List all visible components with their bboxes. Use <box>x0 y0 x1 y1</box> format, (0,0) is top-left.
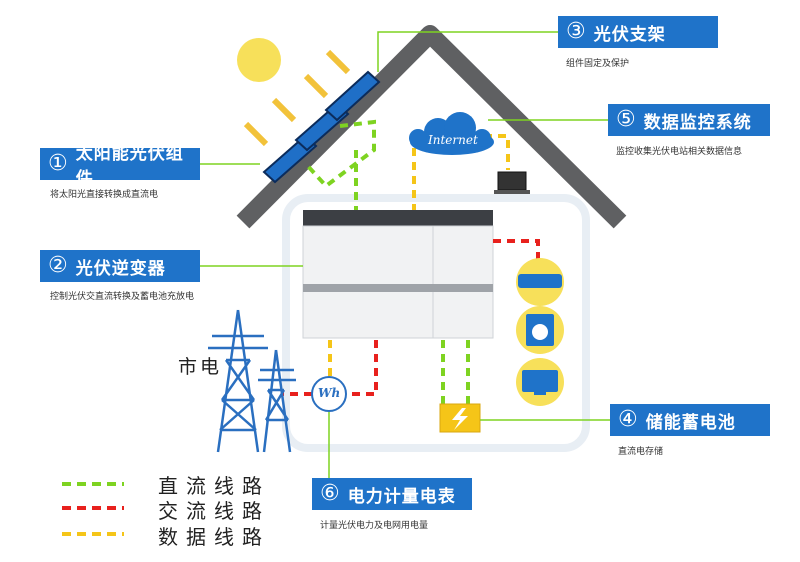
callout-desc: 监控收集光伏电站相关数据信息 <box>616 147 743 157</box>
callout-title: 太阳能光伏组件 <box>75 144 184 189</box>
cloud-icon <box>409 112 494 155</box>
callout-title: 储能蓄电池 <box>645 412 736 433</box>
callout-leaders <box>200 31 610 478</box>
meter-icon <box>311 376 347 412</box>
callout-title: 光伏支架 <box>593 24 666 45</box>
callout-meter: ⑥ 电力计量电表 <box>312 478 472 510</box>
legend-ac: 交流线路 <box>158 499 270 523</box>
sun-icon <box>237 38 281 82</box>
tv-icon <box>516 358 564 406</box>
callout-desc: 将太阳光直接转换成直流电 <box>50 190 159 200</box>
callout-number: ② <box>48 253 68 278</box>
solar-panel-icon <box>262 70 381 184</box>
callout-desc: 直流电存储 <box>618 447 664 457</box>
ac-line-grid <box>346 340 378 396</box>
ac-line-appliances <box>493 239 540 262</box>
callout-number: ③ <box>566 19 586 44</box>
callout-title: 数据监控系统 <box>643 112 752 133</box>
legend-data: 数据线路 <box>158 525 270 549</box>
sunlight-arrows <box>243 49 351 147</box>
callout-desc: 控制光伏交直流转换及蓄电池充放电 <box>50 292 195 302</box>
air-conditioner-icon <box>516 258 564 306</box>
callout-monitoring: ⑤ 数据监控系统 <box>608 104 770 136</box>
grid-label: 市电 <box>178 356 223 378</box>
legend-dc: 直流线路 <box>158 474 270 498</box>
callout-title: 光伏逆变器 <box>75 258 166 279</box>
callout-mounting: ③ 光伏支架 <box>558 16 718 48</box>
callout-solar-panel: ① 太阳能光伏组件 <box>40 144 200 189</box>
meter-label: Wh <box>318 386 341 400</box>
battery-icon <box>439 403 481 433</box>
inverter-unit <box>302 210 494 339</box>
callout-title: 电力计量电表 <box>347 486 456 507</box>
callout-inverter: ② 光伏逆变器 <box>40 250 200 282</box>
legend-swatches <box>62 482 124 536</box>
callout-desc: 计量光伏电力及电网用电量 <box>320 521 429 531</box>
dc-line-panels <box>304 119 376 189</box>
callout-number: ① <box>48 151 68 176</box>
transmission-tower-icon <box>208 309 296 453</box>
data-line-laptop <box>484 134 510 170</box>
callout-number: ⑤ <box>616 107 636 132</box>
internet-label: Internet <box>428 133 478 147</box>
house-body <box>282 194 590 452</box>
callout-number: ⑥ <box>320 481 340 506</box>
washing-machine-icon <box>516 306 564 354</box>
callout-battery: ④ 储能蓄电池 <box>610 404 770 436</box>
callout-number: ④ <box>618 407 638 432</box>
laptop-icon <box>494 171 530 194</box>
callout-desc: 组件固定及保护 <box>566 59 630 69</box>
house-roof <box>236 25 627 229</box>
